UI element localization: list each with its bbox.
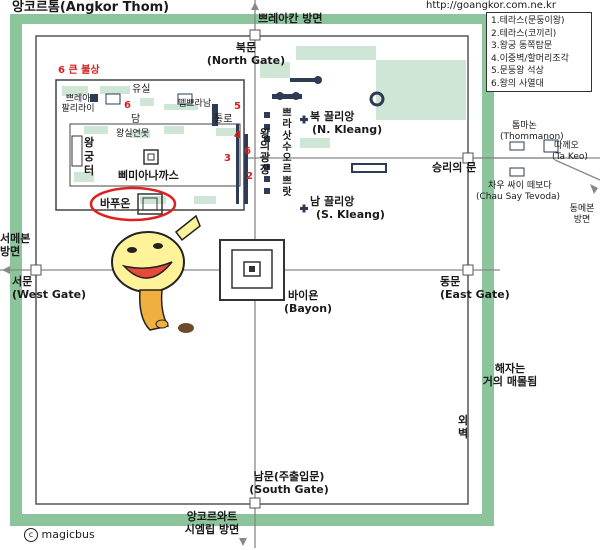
chau-say-ko: 차우 싸이 떼보다 xyxy=(488,181,552,191)
takeo-ko: 따께오 xyxy=(554,141,579,151)
palace-wall xyxy=(69,123,241,187)
west-gate-en: (West Gate) xyxy=(12,288,87,301)
legend-box: 1.테라스(문둥이왕) 2.테라스(코끼리) 3.왕궁 동쪽탑문 4.이중벽/할… xyxy=(486,12,592,92)
copyright-icon: c xyxy=(24,528,38,542)
moat-note: 해자는 거의 매몰됨 xyxy=(482,362,538,388)
legend-item: 2.테라스(코끼리) xyxy=(491,28,557,39)
outer-wall-label: 외 벽 xyxy=(458,414,469,440)
prasat-suor-prat-label: 쁘라삿수오르쁘랏 xyxy=(282,108,292,199)
yusil-label: 유실 xyxy=(132,84,151,95)
legend-item: 3.왕궁 동쪽탑문 xyxy=(491,41,553,51)
baphuon-temple xyxy=(137,193,163,215)
baphuon-highlight xyxy=(89,186,177,222)
phimeanakas-label: 삐미아나까스 xyxy=(118,169,179,182)
north-kleang-en: (N. Kleang) xyxy=(312,123,383,136)
legend-item: 5.문둥왕 석상 xyxy=(491,66,544,76)
royal-palace-label: 왕 궁 터 xyxy=(84,136,95,177)
big-buddha-label: 6 큰 불상 xyxy=(58,65,100,76)
east-gate-en: (East Gate) xyxy=(440,288,510,301)
thommanon-ko: 톰마논 xyxy=(512,121,537,131)
green-patches xyxy=(62,46,466,204)
legend-item: 4.이중벽/할머리조각 xyxy=(491,53,569,64)
north-gate-en: (North Gate) xyxy=(206,54,286,67)
thommanon-en: (Thommanon) xyxy=(500,132,564,142)
north-kleang-ko: 북 끌리앙 xyxy=(310,110,355,123)
map-title: 앙코르톰(Angkor Thom) xyxy=(12,0,170,15)
phimeanakas-temple xyxy=(143,149,159,165)
prasat-suor-prat-towers xyxy=(264,112,270,194)
north-gate-ko: 북문 xyxy=(235,41,257,54)
takeo-en: (Ta Keo) xyxy=(552,152,588,162)
mascot-illustration xyxy=(111,214,201,333)
kings-square-label: 왕의 광장 xyxy=(259,127,271,176)
west-gate-ko: 서문 xyxy=(12,275,33,288)
legend-item: 1.테라스(문둥이왕) xyxy=(491,16,565,26)
copyright-text: magicbus xyxy=(41,528,95,541)
wall-label: 담 xyxy=(131,114,141,125)
site-url[interactable]: http://goangkor.com.ne.kr xyxy=(426,0,556,11)
south-kleang-ko: 남 끌리앙 xyxy=(310,195,355,208)
tep-pranam-label: 뗍쁘라남 xyxy=(178,99,212,109)
direction-southwest: 앙코르와트 시엠립 방면 xyxy=(184,510,240,536)
tongno-label: 통로 xyxy=(214,114,233,125)
legend-item: 6.왕의 사열대 xyxy=(491,78,544,89)
marker-5: 5 xyxy=(234,101,241,112)
south-gate-en: (South Gate) xyxy=(249,483,329,496)
bayon-ko: 바이욘 xyxy=(288,289,319,302)
kleang-markers xyxy=(300,115,308,213)
bayon-en: (Bayon) xyxy=(284,302,333,315)
east-gate-ko: 동문 xyxy=(440,275,461,288)
marker-2: 2 xyxy=(246,171,253,182)
buildings xyxy=(90,76,559,204)
baphuon-label: 바푸온 xyxy=(100,197,131,210)
south-kleang-en: (S. Kleang) xyxy=(316,208,385,221)
chau-say-en: (Chau Say Tevoda) xyxy=(476,192,561,202)
gate-markers xyxy=(30,29,474,509)
royal-pond-label: 왕실연못 xyxy=(116,129,150,139)
marker-4: 4 xyxy=(234,130,241,141)
direction-top: 쁘레아칸 방면 xyxy=(258,12,323,25)
direction-east: 동메본 방면 xyxy=(569,204,595,225)
south-gate-ko: 남문(주출입문) xyxy=(253,470,325,483)
marker-6-inner: 6 xyxy=(124,100,131,111)
copyright-label: c magicbus xyxy=(24,528,95,542)
marker-6: 6 xyxy=(244,146,251,157)
victory-gate: 승리의 문 xyxy=(432,161,477,174)
preah-palilay-label: 쁘레아 팔리라이 xyxy=(61,94,95,114)
direction-west: 서메본 방면 xyxy=(0,232,31,258)
marker-3: 3 xyxy=(224,153,231,164)
